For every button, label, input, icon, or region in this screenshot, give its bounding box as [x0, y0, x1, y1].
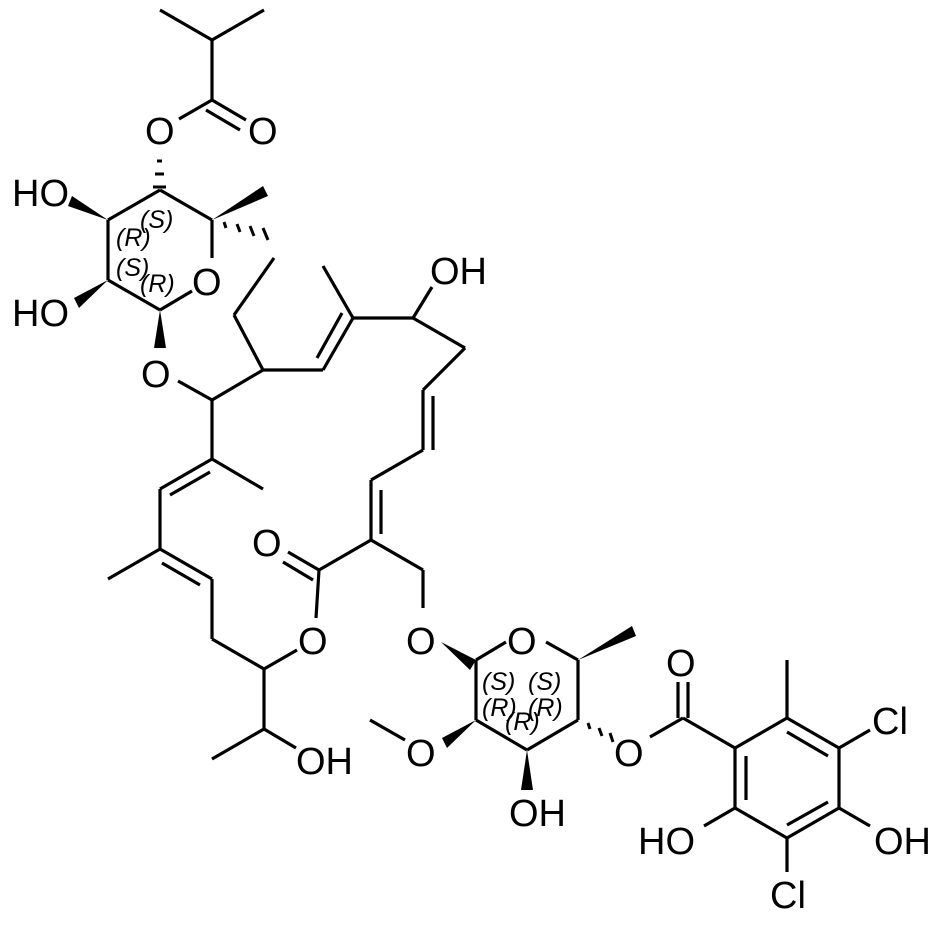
stereo-label: (R): [140, 270, 175, 298]
lactone-ring-oxygen: O: [298, 621, 328, 663]
stereo-label: (S): [116, 254, 149, 282]
sugar1-ring-oxygen: O: [192, 262, 222, 304]
aryl-hydroxyl-right: OH: [874, 821, 931, 863]
sugar2-ring: [369, 626, 636, 790]
macrolide-ring: [107, 257, 467, 761]
hydroxyl-lower: HO: [12, 293, 69, 335]
benzoate-carbonyl-oxygen: O: [666, 643, 696, 685]
sugar2-hydroxyl: OH: [509, 793, 566, 835]
lactone-carbonyl-oxygen: O: [252, 523, 282, 565]
dichloro-benzoate: [649, 660, 871, 872]
stereo-label: (R): [116, 224, 151, 252]
hydroxyl-upper: HO: [12, 173, 69, 215]
isobutyrate-group: [159, 8, 265, 132]
chlorine-upper: Cl: [872, 701, 908, 743]
methoxy-oxygen: O: [406, 733, 436, 775]
ester-oxygen: O: [145, 111, 175, 153]
allylic-hydroxyl: OH: [430, 251, 487, 293]
carbonyl-oxygen: O: [248, 111, 278, 153]
stereo-label: (S): [140, 206, 173, 234]
stereo-label: (R): [505, 708, 540, 736]
sugar2-linker-oxygen: O: [406, 621, 436, 663]
sugar2-ring-oxygen: O: [507, 621, 537, 663]
stereo-label: (S): [482, 668, 515, 696]
sugar1-ring: [68, 159, 270, 348]
chlorine-lower: Cl: [770, 875, 806, 917]
sugar2-ester-oxygen: O: [614, 733, 644, 775]
stereo-label: (S): [528, 668, 561, 696]
stereo-label: (R): [482, 694, 517, 722]
side-chain-hydroxyl: OH: [296, 741, 353, 783]
aryl-hydroxyl-left: HO: [638, 821, 695, 863]
stereo-label: (R): [528, 694, 563, 722]
glycosidic-oxygen: O: [141, 354, 171, 396]
